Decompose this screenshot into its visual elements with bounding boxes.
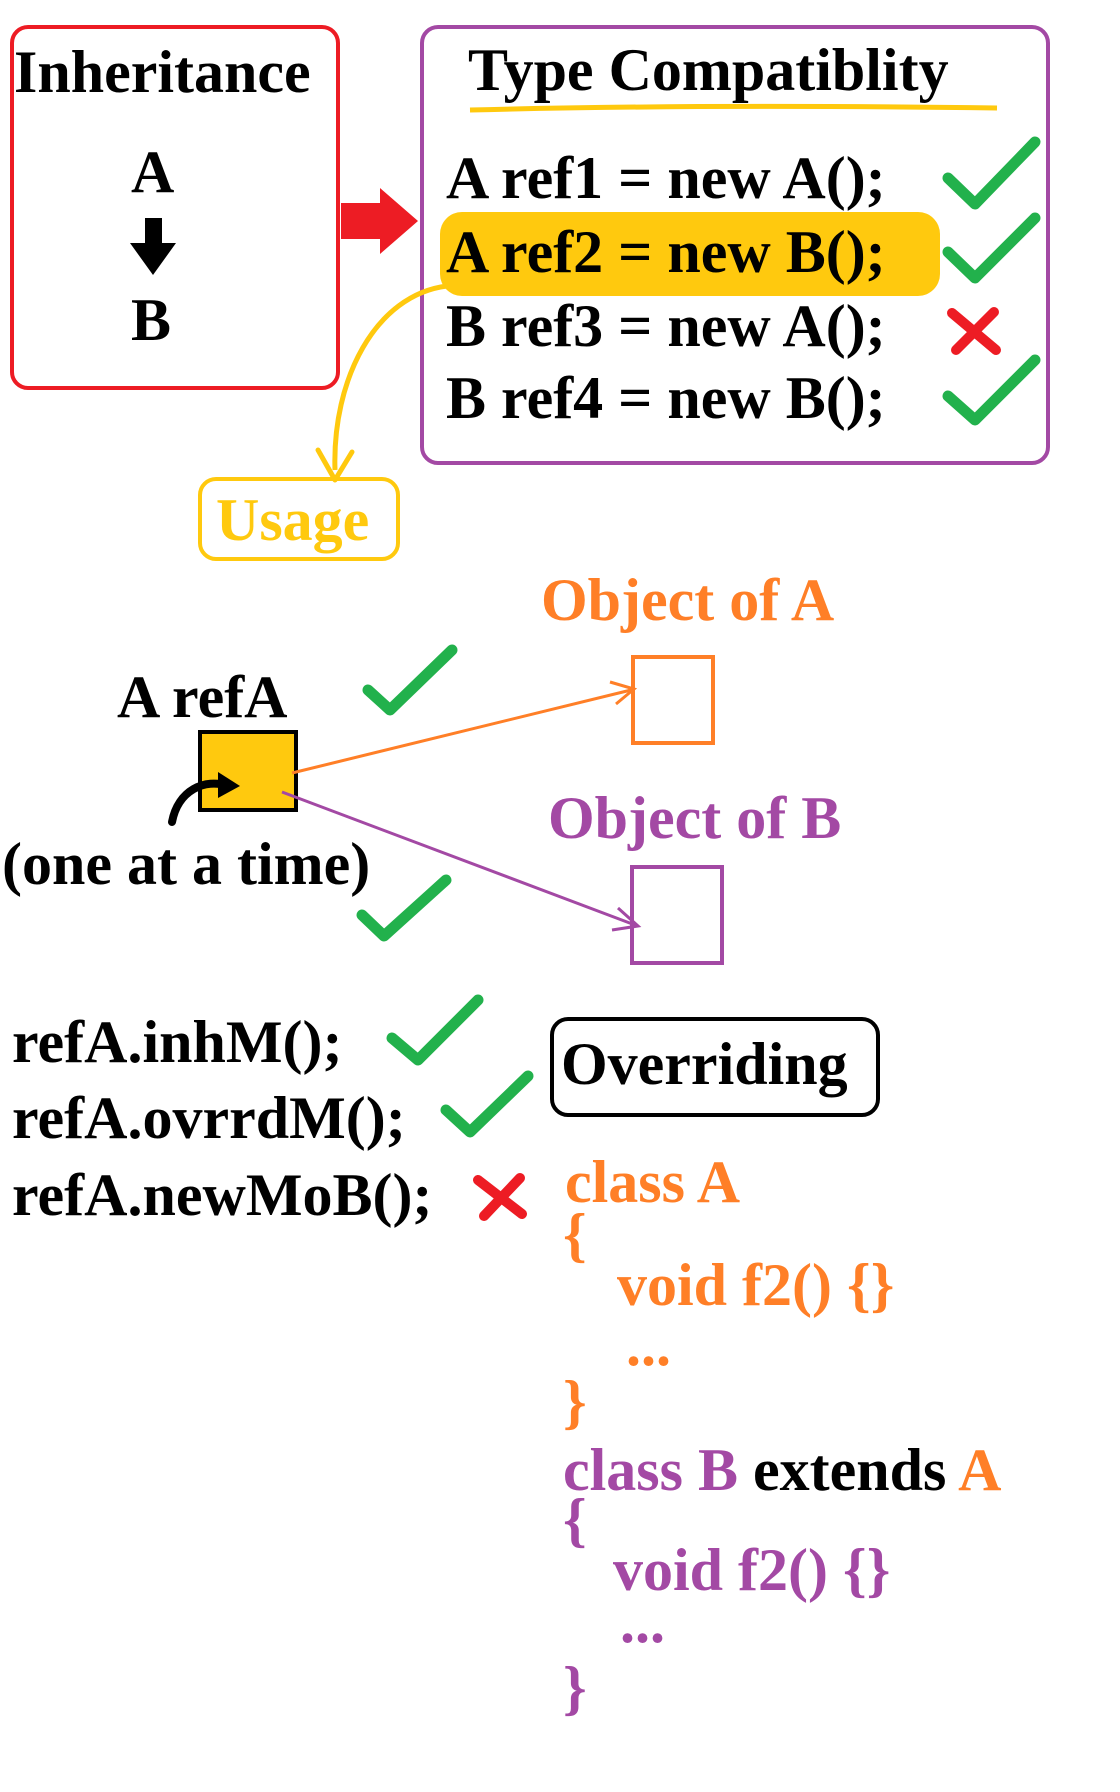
reference-note: (one at a time) <box>2 831 371 897</box>
inheritance-box <box>10 25 340 390</box>
class-b-declaration: class B extends A <box>563 1440 1001 1500</box>
check-icon <box>356 874 452 942</box>
cross-icon <box>947 307 1001 355</box>
compat-row-4: B ref4 = new B(); <box>446 365 886 431</box>
row-highlight <box>440 212 940 296</box>
class-b-name: class B <box>563 1437 739 1503</box>
call-inherited: refA.inhM(); <box>12 1009 343 1075</box>
usage-box <box>198 477 400 561</box>
type-compatibility-title: Type Compatiblity <box>468 37 949 103</box>
overriding-box <box>550 1017 880 1117</box>
class-a-declaration: class A <box>565 1149 741 1215</box>
compat-row-3: B ref3 = new A(); <box>446 293 886 359</box>
check-icon <box>440 1070 534 1138</box>
reference-label: A refA <box>117 664 288 730</box>
usage-label: Usage <box>216 487 370 553</box>
cross-icon <box>473 1173 527 1221</box>
class-a-brace-close: } <box>563 1369 587 1435</box>
extends-keyword: extends <box>753 1437 947 1503</box>
check-icon <box>942 136 1041 210</box>
object-a-label: Object of A <box>541 567 835 633</box>
class-a-ellipsis: ... <box>626 1312 671 1378</box>
type-compatibility-box <box>420 25 1050 465</box>
compat-row-1: A ref1 = new A(); <box>446 145 886 211</box>
check-icon <box>362 644 458 716</box>
extends-target: A <box>958 1437 1002 1503</box>
object-a-box <box>631 655 715 745</box>
object-b-label: Object of B <box>548 785 842 851</box>
inheritance-child: B <box>131 287 172 353</box>
compat-row-2: A ref2 = new B(); <box>446 219 886 285</box>
call-new-method: refA.newMoB(); <box>12 1162 433 1228</box>
call-overridden: refA.ovrrdM(); <box>12 1085 406 1151</box>
class-b-brace-open: { <box>563 1487 587 1553</box>
object-b-box <box>630 865 724 965</box>
class-b-ellipsis: ... <box>620 1589 665 1655</box>
class-b-brace-close: } <box>563 1655 587 1721</box>
reference-variable-box <box>198 730 298 812</box>
class-a-method: void f2() {} <box>617 1252 895 1318</box>
check-icon <box>942 212 1041 284</box>
check-icon <box>386 994 484 1066</box>
class-b-method: void f2() {} <box>613 1537 891 1603</box>
overriding-title: Overriding <box>561 1031 848 1097</box>
inheritance-parent: A <box>131 139 175 205</box>
check-icon <box>942 354 1041 426</box>
inheritance-title: Inheritance <box>14 39 311 105</box>
class-a-brace-open: { <box>563 1202 587 1268</box>
